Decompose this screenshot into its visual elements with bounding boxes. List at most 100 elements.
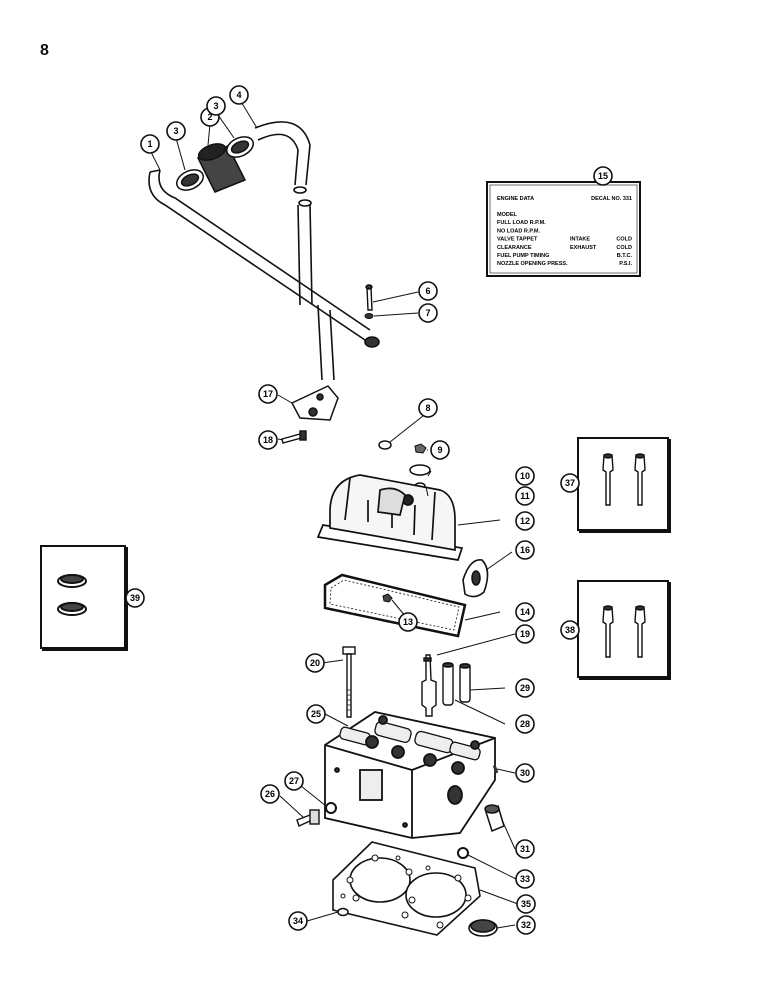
- callout-35: 35: [516, 894, 536, 914]
- callout-layer: 1233467891011121314151617181920252627282…: [125, 85, 613, 935]
- callout-number: 29: [520, 683, 530, 693]
- callout-number: 8: [425, 403, 430, 413]
- callout-6: 6: [418, 281, 438, 301]
- plate-row-right: B.T.C.: [617, 253, 633, 259]
- callout-1: 1: [140, 134, 160, 154]
- callout-30: 30: [515, 763, 535, 783]
- clamp-part-3a: [176, 169, 204, 191]
- washer-part-27: [325, 802, 337, 814]
- callout-number: 32: [521, 920, 531, 930]
- plug-part-31: [484, 804, 505, 833]
- callout-10: 10: [515, 466, 535, 486]
- plate-row-right: COLD: [616, 245, 632, 251]
- callout-15: 15: [593, 166, 613, 186]
- plate-row-label: NO LOAD R.P.M.: [497, 228, 540, 234]
- callout-number: 6: [425, 286, 430, 296]
- callout-number: 17: [263, 389, 273, 399]
- callout-3: 3: [206, 96, 226, 116]
- callout-number: 33: [520, 874, 530, 884]
- plate-row-label: FULL LOAD R.P.M.: [497, 220, 546, 226]
- callout-11: 11: [515, 486, 535, 506]
- callout-13: 13: [398, 612, 418, 632]
- nut-part-7: [364, 313, 374, 319]
- callout-number: 3: [213, 101, 218, 111]
- callout-29: 29: [515, 678, 535, 698]
- screw-part-18: [281, 430, 307, 444]
- nut-part-13: [382, 593, 393, 603]
- callout-number: 3: [173, 126, 178, 136]
- bolt-part-20: [342, 646, 356, 718]
- callout-number: 20: [310, 658, 320, 668]
- page-number: 8: [40, 42, 49, 59]
- callout-number: 1: [147, 139, 152, 149]
- callout-20: 20: [305, 653, 325, 673]
- callout-number: 26: [265, 789, 275, 799]
- callout-number: 12: [520, 516, 530, 526]
- fitting-part-26: [296, 809, 320, 827]
- callout-34: 34: [288, 911, 308, 931]
- seal-rings-inset: [57, 574, 87, 616]
- callout-14: 14: [515, 602, 535, 622]
- callout-number: 19: [520, 629, 530, 639]
- callout-7: 7: [418, 303, 438, 323]
- plate-row-label: FUEL PUMP TIMING: [497, 253, 549, 259]
- callout-number: 34: [293, 916, 303, 926]
- plate-row-mid: EXHAUST: [570, 245, 597, 251]
- callout-8: 8: [418, 398, 438, 418]
- callout-number: 37: [565, 478, 575, 488]
- screw-part-6: [365, 284, 373, 311]
- plate-row-label: MODEL: [497, 212, 518, 218]
- callout-33: 33: [515, 869, 535, 889]
- plate-row-label: CLEARANCE: [497, 245, 532, 251]
- plate-row-label: VALVE TAPPET: [497, 237, 538, 243]
- rocker-cover-part-12: [316, 474, 464, 561]
- callout-number: 10: [520, 471, 530, 481]
- callout-17: 17: [258, 384, 278, 404]
- cylinder-head-part-25: [324, 711, 496, 839]
- callout-26: 26: [260, 784, 280, 804]
- washer-part-8: [378, 440, 392, 450]
- washer-part-10: [409, 464, 431, 476]
- callout-38: 38: [560, 620, 580, 640]
- callout-number: 28: [520, 719, 530, 729]
- gasket-part-14: [323, 573, 467, 638]
- callout-number: 16: [520, 545, 530, 555]
- callout-number: 11: [520, 491, 530, 501]
- callout-27: 27: [284, 771, 304, 791]
- callout-number: 30: [520, 768, 530, 778]
- callout-number: 4: [236, 90, 241, 100]
- plate-row-mid: INTAKE: [570, 237, 590, 243]
- bracket-part-17: [290, 385, 339, 421]
- clamp-part-3b: [226, 136, 254, 158]
- callout-number: 25: [311, 709, 321, 719]
- plate-row-label: NOZZLE OPENING PRESS.: [497, 261, 568, 267]
- leader-lines: [149, 99, 519, 929]
- callout-31: 31: [515, 839, 535, 859]
- sleeve-part-29: [459, 663, 471, 703]
- callout-12: 12: [515, 511, 535, 531]
- callout-number: 9: [437, 445, 442, 455]
- plate-row-right: COLD: [616, 237, 632, 243]
- callout-number: 35: [521, 899, 531, 909]
- callout-3: 3: [166, 121, 186, 141]
- callout-number: 31: [520, 844, 530, 854]
- callout-32: 32: [516, 915, 536, 935]
- callout-16: 16: [515, 540, 535, 560]
- callout-25: 25: [306, 704, 326, 724]
- breather-tube-assembly: [148, 121, 380, 381]
- callout-number: 15: [598, 171, 608, 181]
- engine-data-plate: [486, 181, 641, 277]
- inset-box-38: [577, 580, 669, 678]
- injector-part-19: [421, 654, 437, 717]
- valve-guides-inset-38: [602, 605, 646, 658]
- ring-part-32: [468, 919, 498, 937]
- callout-number: 14: [520, 607, 530, 617]
- callout-number: 13: [403, 617, 413, 627]
- callout-37: 37: [560, 473, 580, 493]
- callout-number: 38: [565, 625, 575, 635]
- inset-box-39: [40, 545, 126, 649]
- callout-28: 28: [515, 714, 535, 734]
- callout-number: 18: [263, 435, 273, 445]
- callout-19: 19: [515, 624, 535, 644]
